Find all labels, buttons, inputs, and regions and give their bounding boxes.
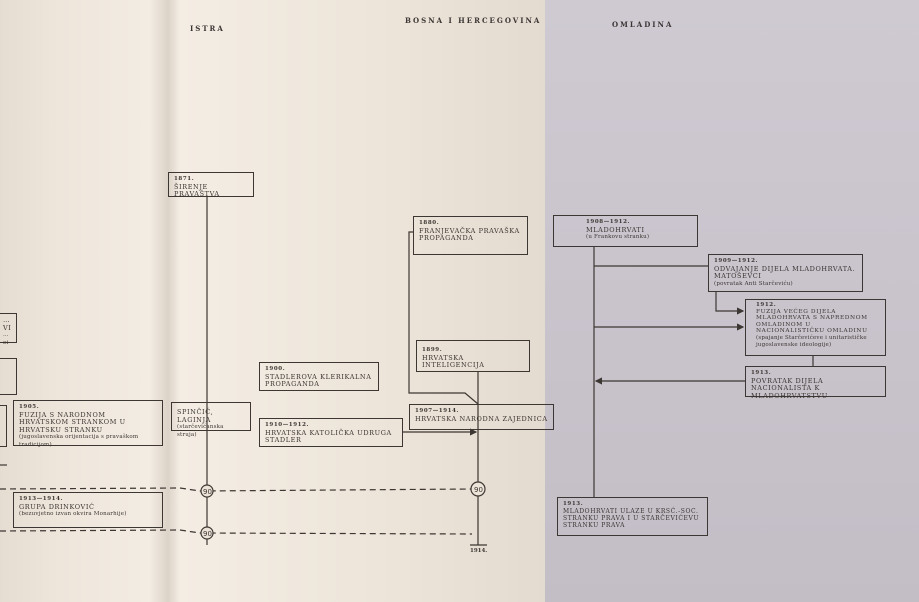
marker-circle: [470, 481, 486, 497]
box-odvajanje: 1909—1912.ODVAJANJE DIJELA MLADOHRVATA. …: [708, 254, 863, 292]
box-fuzija-1905: 1905.FUZIJA S NARODNOM HRVATSKOM STRANKO…: [13, 400, 163, 448]
marker-circle: [200, 484, 214, 498]
box-mladohrvati: 1908—1912.MLADOHRVATI(u Frankovu stranku…: [553, 215, 698, 247]
box-partial-empty: [0, 358, 17, 395]
box-grupa-drinkovic: 1913—1914.GRUPA DRINKOVIĆ(bezuvjetno izv…: [13, 492, 163, 528]
box-partial-empty: [0, 405, 7, 447]
box-franjevacka: 1880.FRANJEVAČKA PRAVAŠKA PROPAGANDA: [413, 216, 528, 255]
box-mladohrvati-ulaze: 1913.MLADOHRVATI ULAZE U KRSĆ.-SOC. STRA…: [557, 497, 708, 536]
omladina-panel: [545, 0, 919, 602]
marker-label: 90: [474, 486, 483, 494]
box-katolicka-udruga: 1910—1912.HRVATSKA KATOLIČKA UDRUGA STAD…: [259, 418, 403, 447]
marker-label: 90: [203, 488, 212, 496]
marker-circle: [200, 526, 214, 540]
end-year-label: 1914.: [470, 548, 488, 554]
marker-label: 90: [203, 530, 212, 538]
box-inteligencija: 1899.HRVATSKA INTELIGENCIJA: [416, 340, 530, 372]
box-spincic-laginja: SPINČIĆ, LAGINJA(starčevićanska struja): [171, 402, 251, 438]
header-istra: ISTRA: [190, 24, 225, 33]
box-fuzija-1912: 1912.FUZIJA VEĆEG DIJELA MLADOHRVATA S N…: [745, 299, 886, 356]
box-narodna-zajednica: 1907—1914.HRVATSKA NARODNA ZAJEDNICA: [409, 404, 554, 430]
box-sirenje-pravastva: 1871.ŠIRENJE PRAVAŠTVA: [168, 172, 254, 198]
box-stadlerova: 1900.STADLEROVA KLERIKALNA PROPAGANDA: [259, 362, 379, 391]
box-partial: …VI…ei: [0, 313, 17, 346]
box-povratak: 1913.POVRATAK DIJELA NACIONALISTA K MLAD…: [745, 366, 886, 399]
header-bih: BOSNA I HERCEGOVINA: [405, 16, 542, 25]
header-omladina: OMLADINA: [612, 20, 674, 29]
